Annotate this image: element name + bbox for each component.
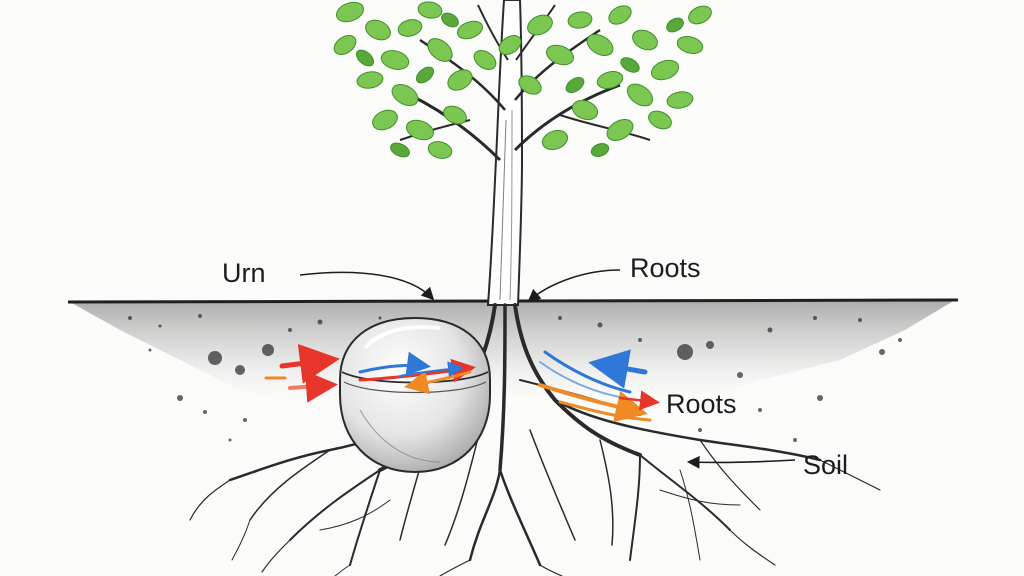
urn-sphere	[339, 316, 491, 474]
roots-mid-label: Roots	[666, 389, 737, 419]
roots-top-label: Roots	[630, 253, 701, 283]
nutrient-flow-arrows	[264, 343, 660, 423]
root-system	[189, 303, 881, 576]
tree-canopy-leaves	[333, 1, 712, 159]
soil-label: Soil	[803, 450, 849, 480]
soil-leader-line	[686, 455, 796, 469]
urn-label: Urn	[222, 258, 266, 288]
roots-top-leader-line	[527, 269, 621, 303]
label-leader-lines	[299, 269, 796, 469]
soil-layer	[67, 298, 959, 442]
urn-leader-line	[299, 271, 435, 301]
